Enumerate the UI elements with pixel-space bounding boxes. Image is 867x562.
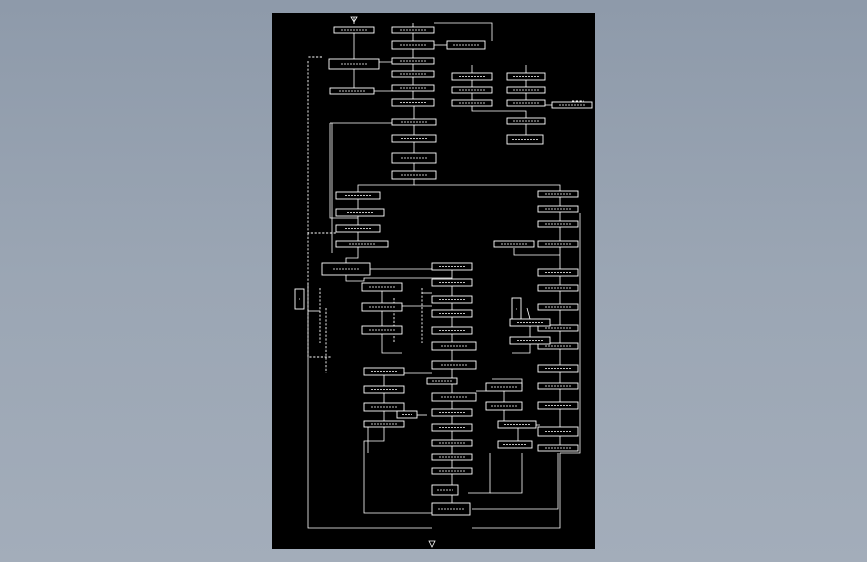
process-box [431, 467, 473, 475]
process-flowchart [294, 16, 593, 548]
process-box [391, 134, 437, 143]
process-box [294, 288, 305, 310]
process-box [537, 444, 579, 452]
process-box [431, 295, 473, 304]
connector-line [345, 247, 359, 263]
process-box [329, 87, 375, 95]
process-box [506, 134, 544, 145]
process-box [506, 117, 546, 125]
process-box [537, 401, 579, 410]
connector-line [513, 248, 560, 256]
process-box [431, 484, 459, 496]
process-box [335, 224, 381, 233]
process-box [506, 99, 546, 107]
process-box [431, 262, 473, 271]
process-box [333, 26, 375, 34]
end-terminal [428, 540, 436, 548]
process-box [396, 410, 418, 419]
connector-line [434, 22, 493, 41]
connector-line [307, 283, 432, 529]
process-box [509, 318, 551, 327]
process-box [431, 453, 473, 461]
process-box [497, 440, 533, 449]
process-box [497, 420, 537, 429]
process-box [537, 205, 579, 213]
process-box [451, 72, 493, 81]
process-box [391, 118, 437, 126]
process-box [391, 40, 435, 50]
process-box [537, 342, 579, 350]
connector-line [468, 453, 491, 494]
process-box [431, 309, 473, 318]
process-box [506, 72, 546, 81]
process-box [451, 99, 493, 107]
process-box [509, 336, 551, 345]
connector-line [472, 453, 561, 529]
connector-line [490, 453, 523, 494]
process-box [485, 401, 523, 411]
connector-line [560, 213, 581, 454]
process-box [431, 439, 473, 447]
connector-line [381, 334, 402, 354]
process-box [431, 341, 477, 351]
process-box [431, 502, 471, 516]
process-box [321, 262, 371, 276]
process-box [335, 240, 389, 248]
process-box [537, 426, 579, 437]
process-box [431, 408, 473, 417]
start-terminal [350, 16, 358, 23]
process-box [431, 278, 473, 287]
process-box [363, 402, 405, 412]
connector-line [363, 427, 432, 514]
process-box [363, 367, 405, 376]
connector-line [526, 307, 531, 320]
process-box [493, 240, 535, 248]
connector-line [512, 344, 531, 354]
process-box [431, 392, 477, 402]
process-box [361, 302, 403, 312]
process-box [537, 324, 579, 332]
process-box [363, 385, 405, 394]
process-box [537, 382, 579, 390]
connector-line [472, 453, 559, 510]
process-box [551, 101, 593, 109]
process-box [511, 297, 522, 321]
process-box [537, 240, 579, 248]
process-box [537, 268, 579, 277]
process-nodes [294, 26, 593, 516]
drawing-sheet [272, 13, 595, 549]
process-box [446, 40, 486, 50]
process-box [335, 191, 381, 200]
connector-line [357, 179, 415, 192]
process-box [537, 364, 579, 373]
connector-line [329, 123, 358, 219]
process-box [485, 382, 523, 392]
process-box [537, 303, 579, 311]
process-box [391, 57, 435, 65]
process-box [391, 152, 437, 164]
connector-line [471, 106, 527, 118]
process-box [361, 325, 403, 335]
process-box [451, 86, 493, 94]
process-box [431, 423, 473, 432]
process-box [363, 420, 405, 428]
process-box [426, 377, 458, 385]
process-box [328, 58, 380, 70]
process-box [537, 190, 579, 198]
process-box [431, 326, 473, 335]
process-box [391, 170, 437, 180]
process-box [537, 220, 579, 228]
process-box [361, 282, 403, 292]
process-box [391, 98, 435, 107]
process-box [391, 84, 435, 92]
process-box [391, 70, 435, 78]
process-box [506, 86, 546, 94]
process-box [431, 360, 477, 370]
process-box [537, 284, 579, 292]
connector-line [414, 184, 561, 191]
process-box [335, 208, 385, 217]
process-box [391, 26, 435, 34]
connector-line [345, 275, 452, 282]
